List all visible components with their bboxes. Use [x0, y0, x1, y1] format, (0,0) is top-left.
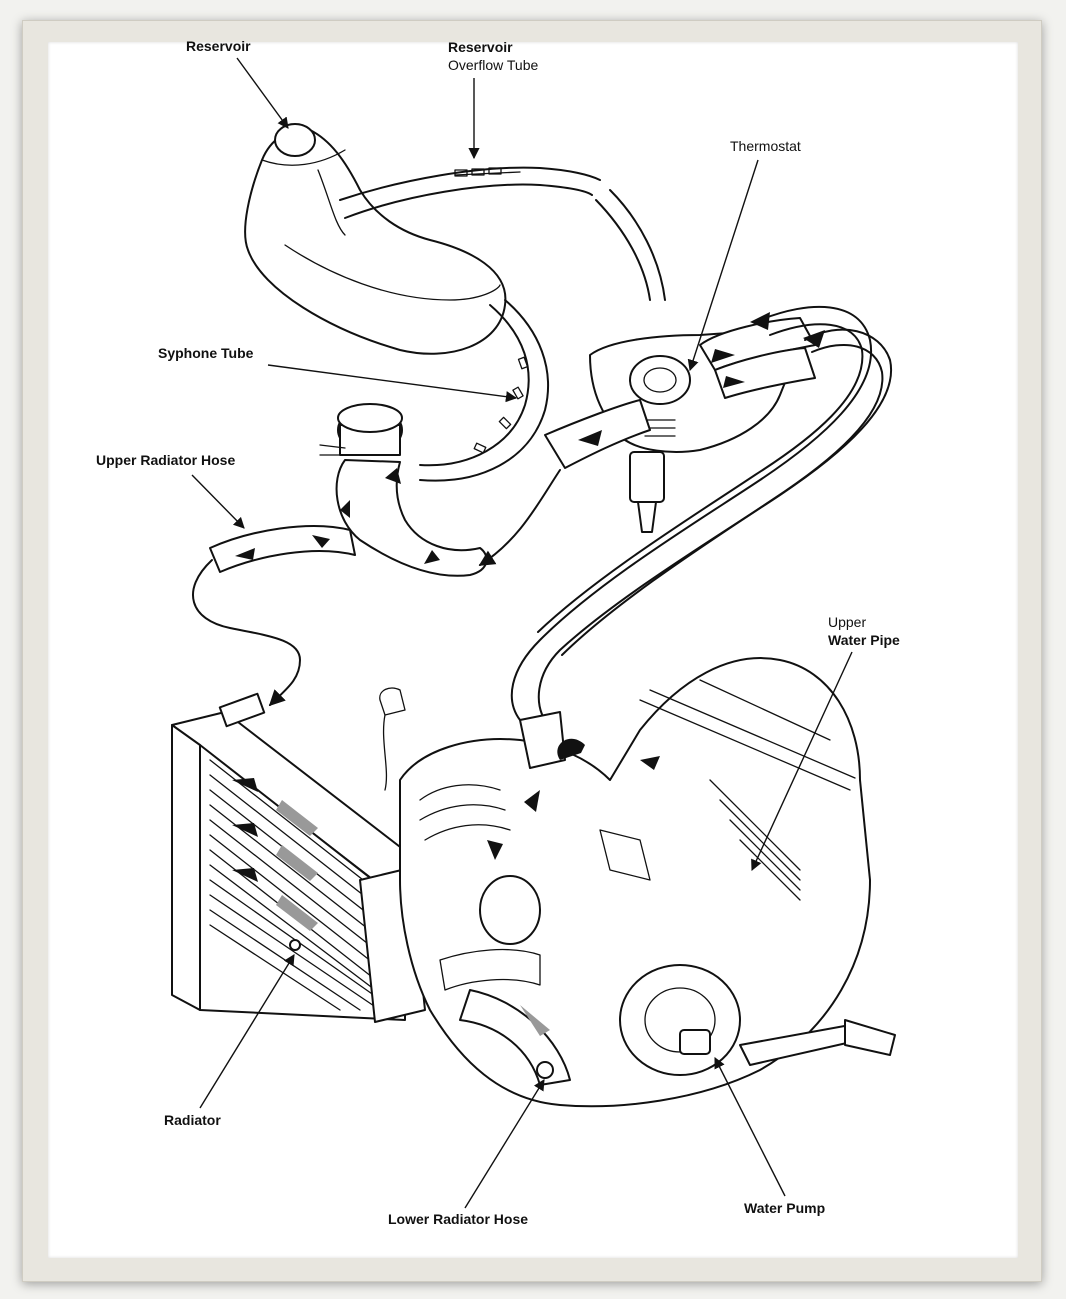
thermostat-label: Thermostat — [730, 138, 801, 154]
label-thermostat: Thermostat — [687, 138, 801, 372]
reservoir-label: Reservoir — [186, 38, 251, 54]
label-reservoir: Reservoir — [186, 38, 289, 129]
label-lower-radiator-hose: Lower Radiator Hose — [388, 1079, 545, 1227]
radiator — [171, 692, 431, 1023]
label-overflow-tube: Reservoir Overflow Tube — [448, 39, 538, 160]
engine — [379, 657, 896, 1108]
reservoir-cap — [274, 123, 316, 157]
label-upper-radiator-hose: Upper Radiator Hose — [96, 452, 245, 529]
return-hoses — [510, 305, 893, 721]
thermostat-housing — [544, 317, 816, 533]
filler-neck — [319, 403, 488, 577]
label-water-pump: Water Pump — [714, 1057, 825, 1216]
upper-radiator-hose-label: Upper Radiator Hose — [96, 452, 235, 468]
reservoir-overflow-tube — [339, 166, 666, 301]
syphone-tube — [419, 299, 549, 482]
thermostat-outlet-line — [478, 469, 561, 566]
upper-radiator-hose — [192, 525, 356, 707]
syphone-tube-label: Syphone Tube — [158, 345, 254, 361]
reservoir-tank — [244, 123, 507, 355]
upper-water-pipe-label-line1: Upper — [828, 614, 866, 630]
upper-water-pipe-label-line2: Water Pipe — [828, 632, 900, 648]
label-syphone-tube: Syphone Tube — [158, 345, 518, 403]
overflow-tube-label-line2: Overflow Tube — [448, 57, 538, 73]
label-upper-water-pipe: Upper Water Pipe — [751, 614, 900, 872]
lower-radiator-hose-label: Lower Radiator Hose — [388, 1211, 528, 1227]
radiator-label: Radiator — [164, 1112, 221, 1128]
overflow-tube-label-line1: Reservoir — [448, 39, 513, 55]
label-radiator: Radiator — [164, 954, 295, 1128]
water-pump-label: Water Pump — [744, 1200, 825, 1216]
